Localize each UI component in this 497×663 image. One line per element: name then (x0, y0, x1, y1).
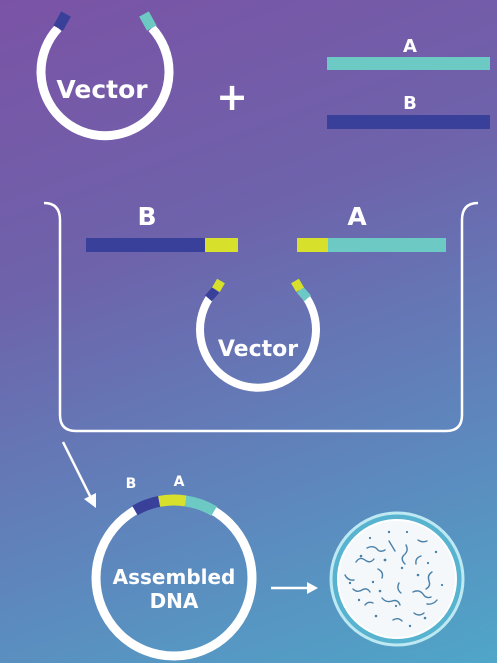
arrow-icon (61, 441, 96, 508)
mix-fragment-a-body (328, 238, 446, 252)
mix-vector-plasmid: Vector (196, 278, 320, 392)
assembled-segment-b (132, 496, 161, 516)
assembled-label-line2: DNA (150, 589, 199, 613)
top-fragment-b-label: B (403, 93, 417, 114)
top-vector-label: Vector (56, 75, 148, 104)
top-fragment-a-label: A (403, 36, 417, 57)
mix-vector-ring (196, 287, 320, 392)
mix-fragment-a-overlap (297, 238, 328, 252)
assembled-segment-a (184, 495, 217, 516)
top-vector-plasmid: Vector (36, 11, 174, 141)
bacterial-colony-plate-icon (329, 511, 465, 647)
mix-fragment-b-overlap (205, 238, 238, 252)
mix-fragment-b-body (86, 238, 205, 252)
mix-fragment-b-label: B (137, 202, 156, 231)
plus-sign: + (216, 75, 248, 119)
reaction-vessel-outline (43, 201, 479, 433)
assembled-label-a: A (174, 474, 185, 490)
assembled-dna-plasmid: B A Assembled DNA (91, 474, 257, 661)
mix-vector-end-b (205, 286, 220, 302)
mix-vector-end-a (296, 286, 311, 302)
top-fragment-a: A (327, 36, 490, 70)
mix-fragment-a: A (297, 202, 446, 252)
top-vector-end-a (139, 11, 157, 31)
arrow-icon (271, 582, 318, 594)
mix-fragment-a-label: A (347, 202, 367, 231)
top-fragment-b: B (327, 93, 490, 129)
assembled-overlap (158, 494, 187, 507)
assembled-label-line1: Assembled (113, 565, 236, 589)
top-vector-end-b (53, 11, 71, 31)
assembled-label-b: B (126, 476, 137, 492)
mix-vector-overlap-b (212, 278, 225, 293)
fragment-a-bar (327, 57, 490, 70)
mix-fragment-b: B (86, 202, 238, 252)
mix-vector-label: Vector (218, 337, 298, 362)
top-vector-ring (36, 25, 174, 141)
mix-vector-overlap-a (291, 278, 304, 293)
fragment-b-bar (327, 115, 490, 129)
